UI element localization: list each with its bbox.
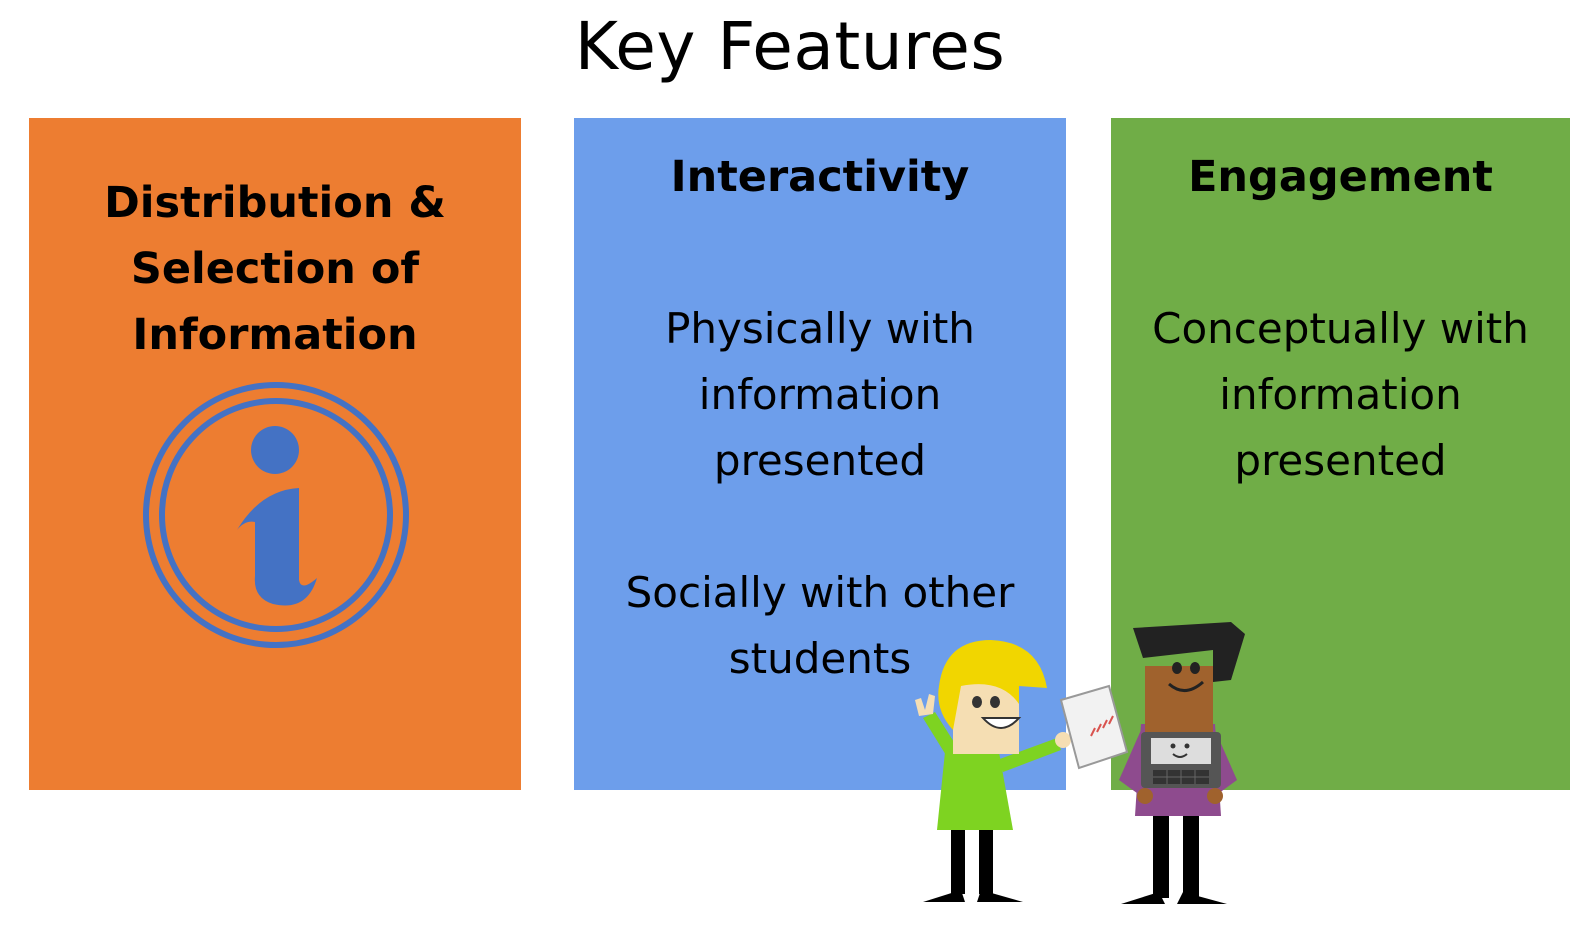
text-line: presented: [1234, 436, 1447, 485]
text-line: Physically with: [665, 304, 975, 353]
panel-heading: Interactivity: [670, 152, 970, 202]
paper-icon: [1059, 684, 1129, 770]
text-line: Socially with other: [625, 568, 1015, 617]
panel-heading: Engagement: [1188, 152, 1493, 202]
heading-line: Distribution &: [104, 178, 446, 228]
info-icon: [143, 382, 409, 648]
interactivity-item-physical: Physically with information presented: [574, 296, 1066, 494]
engagement-item-conceptual: Conceptually with information presented: [1111, 296, 1570, 494]
text-line: Conceptually with: [1152, 304, 1529, 353]
heading-line: Selection of: [130, 244, 420, 294]
interactivity-item-social: Socially with other students: [574, 560, 1066, 692]
text-line: students: [728, 634, 912, 683]
text-line: information: [1219, 370, 1462, 419]
text-line: presented: [713, 436, 927, 485]
text-line: information: [698, 370, 942, 419]
student-boy-figure: [1119, 622, 1245, 904]
panel-heading: Distribution & Selection of Information: [29, 170, 521, 368]
panel-distribution-selection: Distribution & Selection of Information: [29, 118, 521, 790]
page-title: Key Features: [574, 8, 1006, 85]
heading-line: Information: [132, 310, 418, 360]
student-girl-figure: [915, 640, 1071, 902]
students-illustration: [915, 622, 1245, 904]
